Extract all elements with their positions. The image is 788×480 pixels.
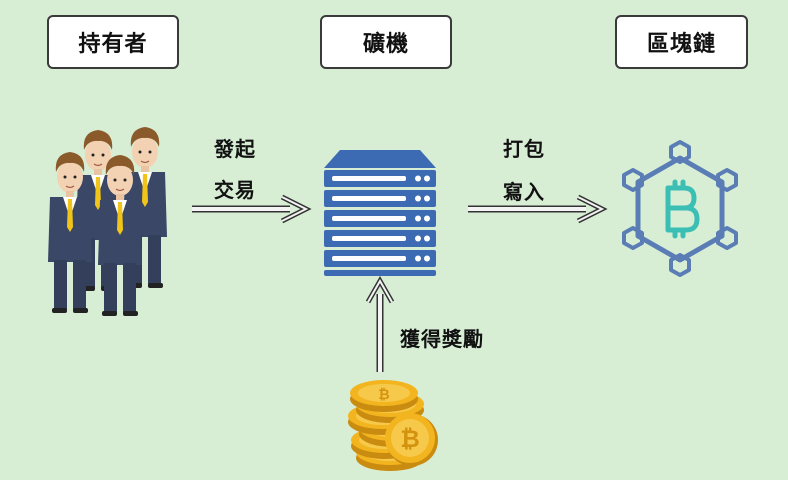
pack-arrow (468, 194, 608, 224)
miners-label: 礦機 (320, 15, 452, 69)
people-group-icon (47, 126, 168, 317)
initiate-arrow (192, 194, 312, 224)
holders-label: 持有者 (47, 15, 179, 69)
reward-arrow (365, 275, 395, 372)
bitcoin-symbol-icon (665, 179, 700, 239)
reward-caption: 獲得獎勵 (400, 327, 484, 351)
server-rack-icon (324, 150, 436, 276)
pack-caption-line2: 寫入 (503, 180, 545, 204)
initiate-caption-line1: 發起 (214, 137, 256, 161)
initiate-caption-line2: 交易 (214, 178, 256, 202)
svg-text:₿: ₿ (378, 387, 389, 403)
blockchain-network-icon (622, 140, 738, 277)
svg-text:₿: ₿ (400, 425, 420, 453)
pack-caption-line1: 打包 (503, 137, 545, 161)
bitcoin-coin-stack-icon: ₿ ₿ (348, 380, 438, 471)
blockchain-label: 區塊鏈 (615, 15, 748, 69)
